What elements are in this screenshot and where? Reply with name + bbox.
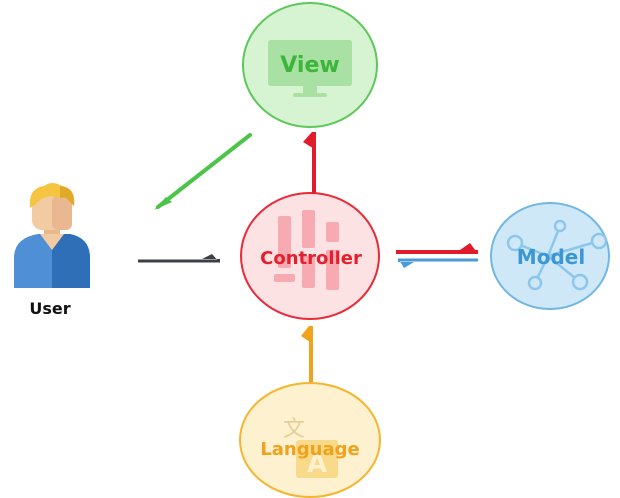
svg-text:A: A — [307, 449, 327, 479]
arrow-view-to-user — [154, 133, 252, 210]
equalizer-icon — [274, 210, 339, 290]
arrow-controller-to-view — [303, 132, 316, 193]
controller-node: Controller — [240, 192, 380, 320]
arrow-language-to-controller — [301, 326, 313, 382]
view-label: View — [280, 53, 339, 78]
arrow-controller-to-model — [396, 243, 478, 254]
user-label: User — [29, 299, 70, 318]
model-node: Model — [490, 202, 610, 310]
language-node: A 文 Language — [239, 382, 381, 498]
svg-text:文: 文 — [283, 417, 305, 442]
monitor-icon — [268, 40, 352, 97]
model-label: Model — [517, 245, 585, 269]
arrow-model-to-controller — [398, 258, 478, 268]
language-label: Language — [260, 439, 359, 460]
network-icon — [506, 219, 608, 291]
view-node: View — [242, 2, 378, 128]
user-avatar-icon: User — [14, 183, 90, 318]
arrow-user-to-controller — [138, 254, 220, 263]
translate-icon: A 文 — [283, 417, 338, 479]
controller-label: Controller — [260, 248, 362, 269]
